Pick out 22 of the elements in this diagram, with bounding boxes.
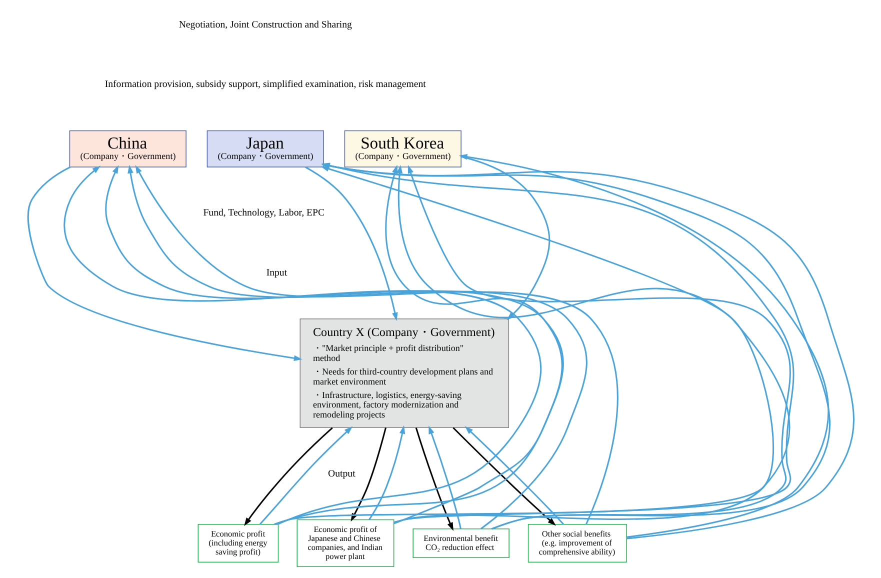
label: Input [266, 267, 287, 278]
label: Information provision, subsidy support, simplified examination, risk management [104, 79, 426, 90]
arrow [27, 166, 302, 362]
label: Output [328, 468, 355, 480]
label: Negotiation, Joint Construction and Sharing [178, 20, 352, 31]
arrow [258, 426, 352, 525]
node-box: Japan (Company・Government) [206, 130, 324, 168]
arrow [244, 427, 332, 526]
arrow [458, 154, 828, 538]
node-box: Other social benefits (e.g. improvement of comprehensive ability) [527, 524, 626, 562]
arrow [464, 426, 564, 525]
node-box: Economic profit of Japanese and Chinese companies, and Indian power plant [296, 519, 394, 568]
node-box: China (Company・Government) [68, 130, 186, 168]
arrow [428, 426, 461, 529]
node-box: Country X (Company・Government) ・"Market principle + profit distribution" method ・Needs for third-country development plans and market environment ・Infrastructure, logistics, energy-saving environment, factory modernization and remodeling projects [299, 318, 509, 428]
node-box: Economic profit (including energy saving profit) [197, 524, 278, 562]
arrow [368, 425, 405, 520]
label: Fund, Technology, Labor, EPC [202, 208, 324, 219]
node-box: Environmental benefit CO₂ reduction effect [412, 528, 509, 558]
arrow [414, 428, 453, 531]
arrow [452, 427, 556, 526]
node-box: South Korea (Company・Government) [344, 130, 461, 168]
